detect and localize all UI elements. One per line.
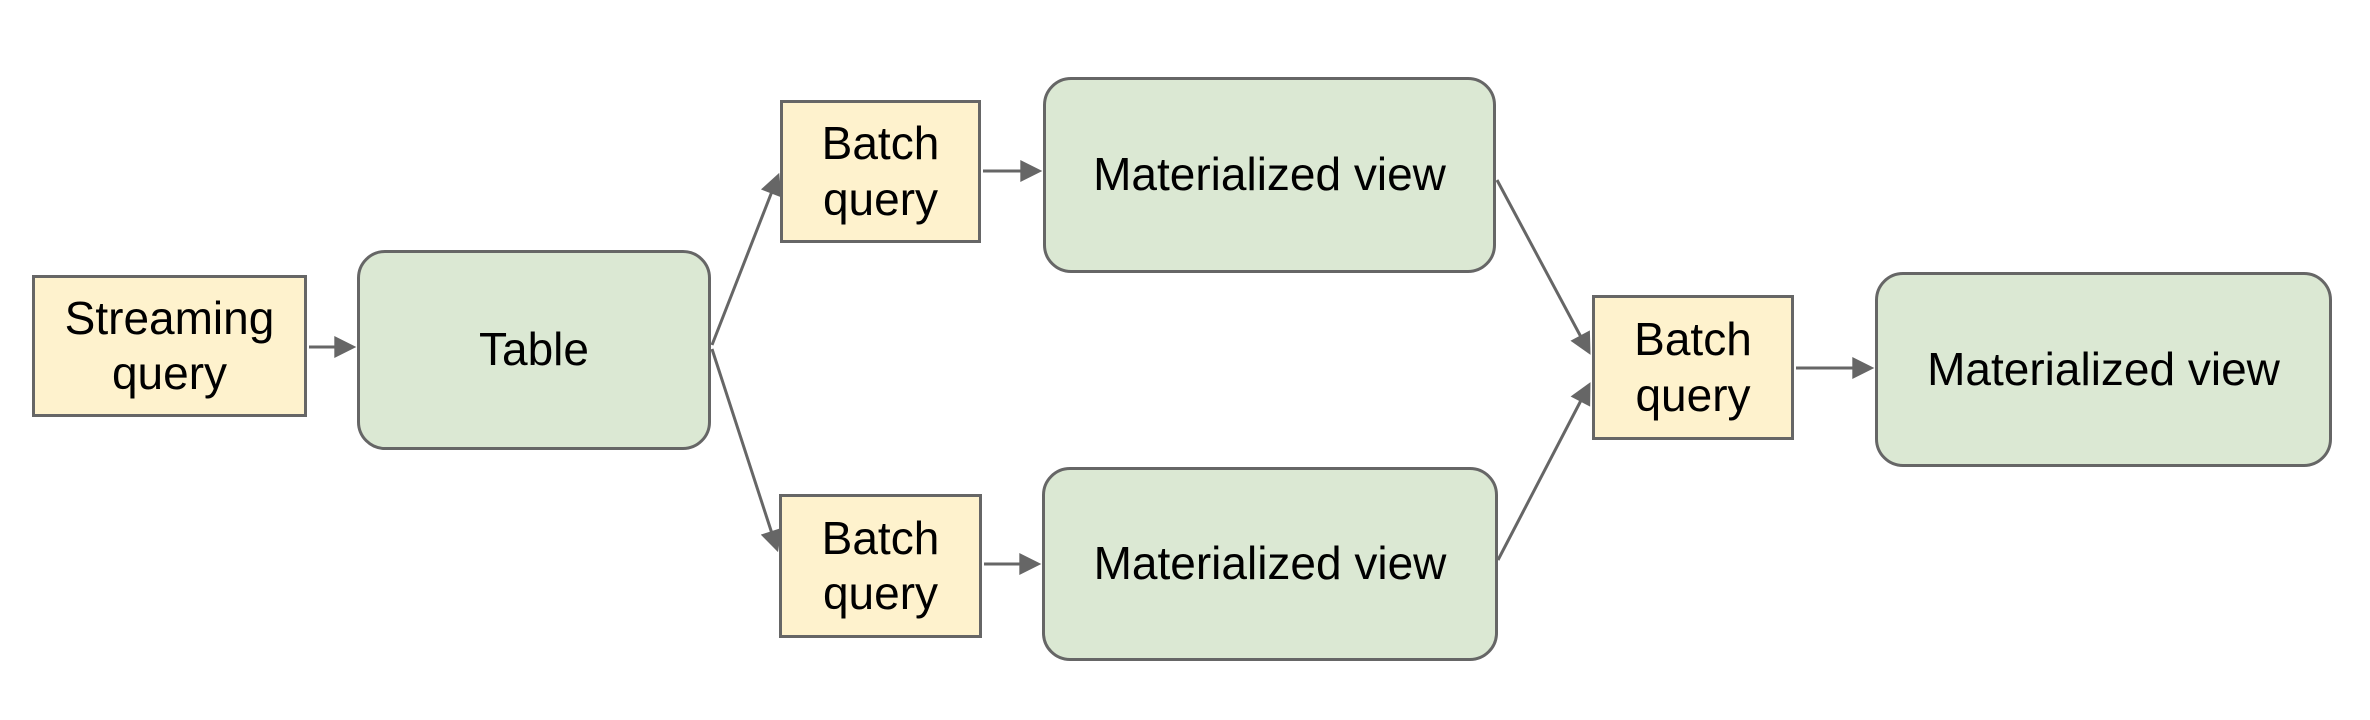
node-materialized-view-top: Materialized view <box>1043 77 1496 273</box>
node-batch-query-final: Batch query <box>1592 295 1794 440</box>
node-batch-query-bottom: Batch query <box>779 494 982 638</box>
node-label: Table <box>479 323 589 376</box>
connector-table-to-batch-query-top <box>710 172 782 346</box>
node-label: Materialized view <box>1093 537 1447 590</box>
node-batch-query-top: Batch query <box>780 100 981 243</box>
node-materialized-view-final: Materialized view <box>1875 272 2332 467</box>
node-label: Materialized view <box>1093 148 1446 201</box>
node-label: Streaming query <box>64 291 275 399</box>
node-label: Batch query <box>1634 313 1752 421</box>
node-label: Batch query <box>821 511 940 619</box>
connector-materialized-view-bottom-to-batch-query-final <box>1496 382 1591 561</box>
node-materialized-view-bottom: Materialized view <box>1042 467 1498 661</box>
node-label: Batch query <box>821 117 940 225</box>
node-label: Materialized view <box>1927 342 2280 395</box>
connector-table-to-batch-query-bottom <box>710 348 782 553</box>
connector-materialized-view-top-to-batch-query-final <box>1495 179 1591 355</box>
node-table: Table <box>357 250 711 450</box>
node-streaming-query: Streaming query <box>32 275 307 417</box>
